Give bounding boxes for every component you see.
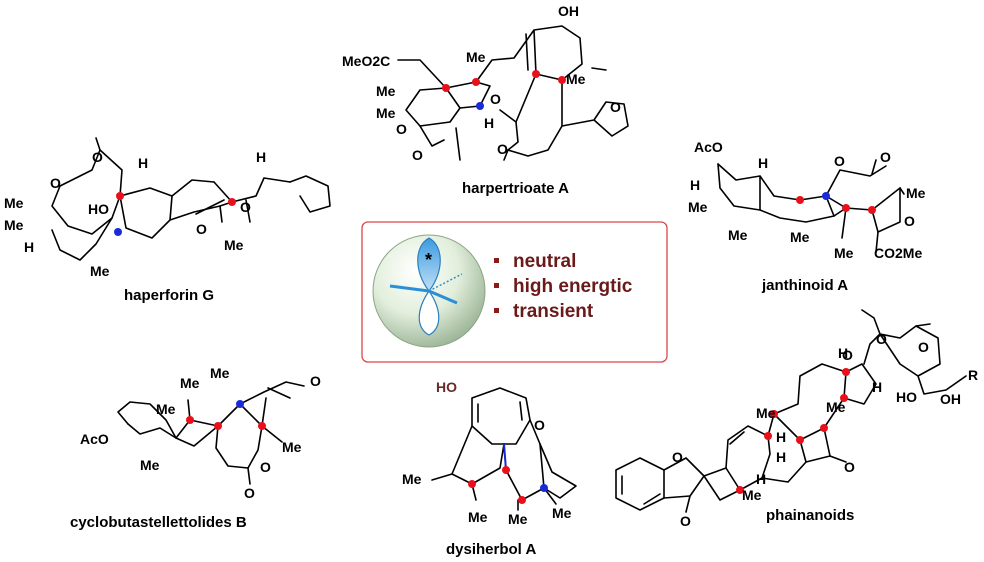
pha-h4: H [776,449,786,465]
cyc-o3: O [244,485,255,501]
pha-h2: H [872,379,882,395]
jan-me4: Me [834,245,854,261]
jan-o1: O [834,153,845,169]
jan-me1: Me [688,199,708,215]
hap-o4: O [240,199,251,215]
cyc-o1: O [310,373,321,389]
center-radical-box: * neutral high energtic transient [361,221,668,363]
feature-neutral: neutral [513,251,576,272]
harp-me4: Me [566,71,586,87]
jan-h1: H [758,155,768,171]
hap-o2: O [50,175,61,191]
hap-h2: H [256,149,266,165]
pha-o2: O [876,331,887,347]
molecule-phainanoids: O O O H H R HO OH Me Me H H O O O H Me p… [615,309,978,529]
harp-oh: OH [558,3,579,19]
hap-h3: H [24,239,34,255]
dys-o: O [534,417,545,433]
cyc-aco: AcO [80,431,109,447]
jan-o2: O [880,149,891,165]
harp-me3: Me [376,105,396,121]
caption-haperforin-g: haperforin G [124,287,214,304]
feature-list: neutral high energtic transient [494,251,633,322]
dys-me1: Me [402,471,422,487]
pha-oh: OH [940,391,961,407]
pha-o1: O [842,347,853,363]
harp-o5: O [610,99,621,115]
cyc-me2: Me [180,375,200,391]
harp-meo2c: MeO2C [342,53,390,69]
jan-o3: O [904,213,915,229]
dys-me3: Me [508,511,528,527]
harp-o1: O [490,91,501,107]
caption-dysiherbol-a: dysiherbol A [446,541,536,558]
pha-o5: O [680,513,691,529]
jan-me3: Me [790,229,810,245]
caption-cyclobutastellettolides-b: cyclobutastellettolides B [70,514,247,531]
pha-h3: H [776,429,786,445]
cyc-me4: Me [156,401,176,417]
caption-janthinoid-a: janthinoid A [761,277,848,294]
molecule-cyclobutastellettolides-b: AcO Me Me Me O Me Me O O cyclobutastelle… [70,365,321,531]
hap-ho: HO [88,201,109,217]
radical-star: * [425,250,432,270]
caption-harpertrioate-a: harpertrioate A [462,180,569,197]
hap-o1: O [92,149,103,165]
jan-me5: Me [906,185,926,201]
harp-h: H [484,115,494,131]
pha-me3: Me [742,487,762,503]
pha-ho: HO [896,389,917,405]
molecule-janthinoid-a: AcO H H Me Me Me Me O O Me O CO2Me janth… [688,139,926,294]
jan-co2me: CO2Me [874,245,922,261]
feature-high-energetic: high energtic [513,276,633,297]
harp-me2: Me [376,83,396,99]
pha-o4: O [672,449,683,465]
harp-o4: O [497,141,508,157]
radical-orbital-icon: * [372,234,486,348]
cyc-o2: O [260,459,271,475]
jan-me2: Me [728,227,748,243]
molecule-harpertrioate-a: OH MeO2C Me Me Me Me O H O O O O harpert… [342,3,629,197]
cyc-me1: Me [140,457,160,473]
dys-ho: HO [436,379,457,395]
dys-me4: Me [552,505,572,521]
feature-transient: transient [513,301,594,322]
cyc-me3: Me [210,365,230,381]
jan-h2: H [690,177,700,193]
pha-me1: Me [756,405,776,421]
harp-o2: O [396,121,407,137]
molecule-haperforin-g: O O H H Me Me HO H Me O O Me haperforin … [4,137,331,304]
pha-o3: O [918,339,929,355]
harp-o3: O [412,147,423,163]
harp-me1: Me [466,49,486,65]
cyc-me5: Me [282,439,302,455]
dys-me2: Me [468,509,488,525]
molecule-dysiherbol-a: HO O Me Me Me Me dysiherbol A [402,379,577,558]
hap-me1: Me [4,195,24,211]
hap-me4: Me [224,237,244,253]
pha-h5: H [756,471,766,487]
pha-h1: H [838,345,848,361]
pha-o6: O [844,459,855,475]
pha-me2: Me [826,399,846,415]
hap-o3: O [196,221,207,237]
hap-me2: Me [4,217,24,233]
pha-r: R [968,367,978,383]
caption-phainanoids: phainanoids [766,507,854,524]
jan-aco: AcO [694,139,723,155]
hap-h1: H [138,155,148,171]
hap-me3: Me [90,263,110,279]
